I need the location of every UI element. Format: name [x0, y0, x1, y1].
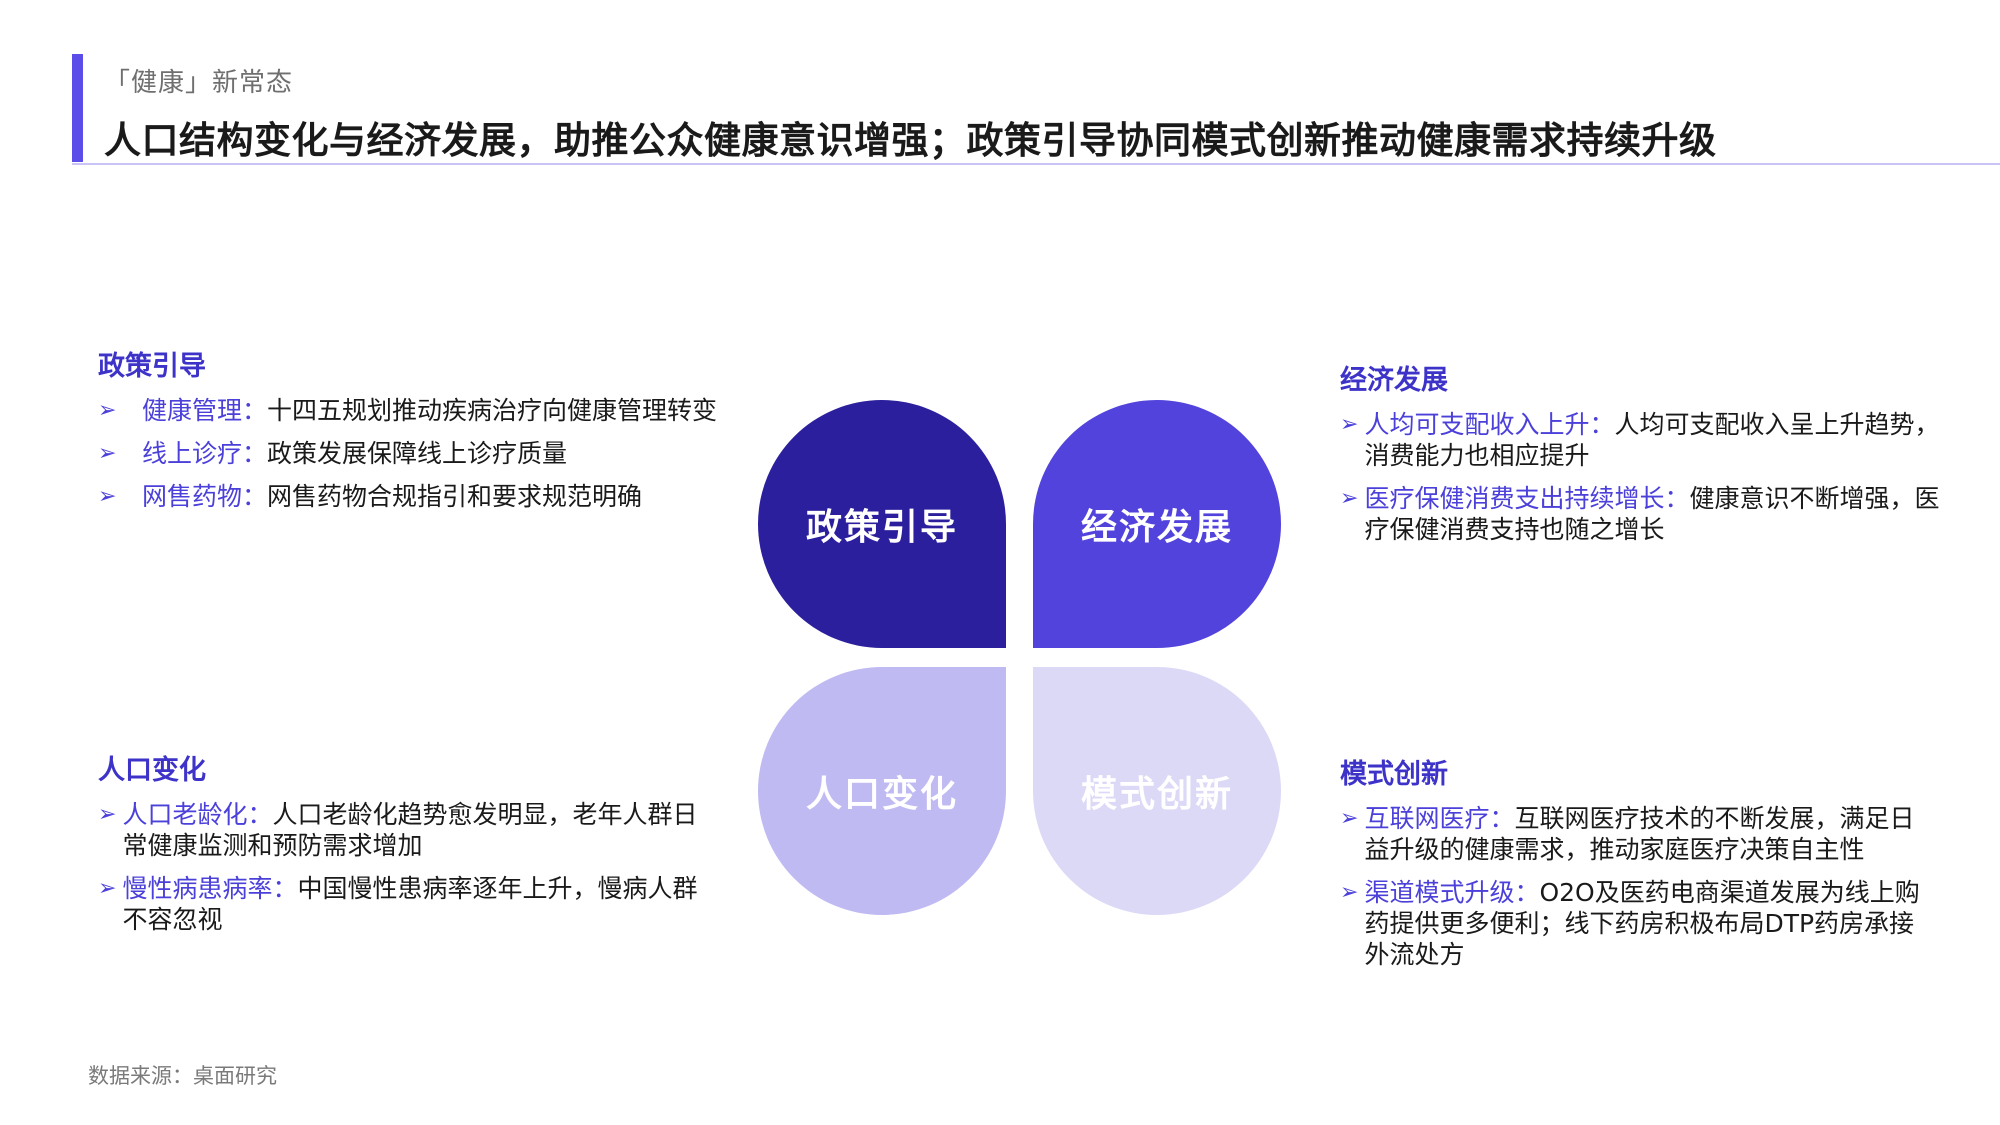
list-item: ➢ 人均可支配收入上升：人均可支配收入呈上升趋势，消费能力也相应提升 — [1340, 409, 1940, 471]
chevron-right-icon: ➢ — [98, 876, 117, 901]
model-block-title: 模式创新 — [1340, 759, 1448, 790]
population-block-title: 人口变化 — [98, 755, 206, 786]
list-item-label: 渠道模式升级： — [1364, 878, 1540, 907]
petal-economy: 经济发展 — [1033, 400, 1281, 648]
list-item-body: 政策发展保障线上诊疗质量 — [267, 439, 568, 468]
list-item-text: 医疗保健消费支出持续增长：健康意识不断增强，医疗保健消费支持也随之增长 — [1364, 483, 1940, 545]
list-item: ➢ 渠道模式升级：O2O及医药电商渠道发展为线上购药提供更多便利；线下药房积极布… — [1340, 877, 1930, 970]
model-block: 模式创新 ➢ 互联网医疗：互联网医疗技术的不断发展，满足日益升级的健康需求，推动… — [1340, 752, 1930, 982]
list-item-label: 线上诊疗： — [142, 439, 268, 468]
list-item-text: 互联网医疗：互联网医疗技术的不断发展，满足日益升级的健康需求，推动家庭医疗决策自… — [1364, 803, 1930, 865]
list-item: ➢ 健康管理：十四五规划推动疾病治疗向健康管理转变 — [98, 395, 718, 426]
list-item-label: 医疗保健消费支出持续增长： — [1364, 484, 1690, 513]
chevron-right-icon: ➢ — [1340, 806, 1359, 831]
list-item-text: 慢性病患病率：中国慢性患病率逐年上升，慢病人群不容忽视 — [122, 873, 698, 935]
list-item-label: 网售药物： — [142, 482, 268, 511]
list-item: ➢ 医疗保健消费支出持续增长：健康意识不断增强，医疗保健消费支持也随之增长 — [1340, 483, 1940, 545]
list-item-body: 网售药物合规指引和要求规范明确 — [267, 482, 643, 511]
page-supertitle: 「健康」新常态 — [104, 68, 294, 98]
list-item-text: 人口老龄化：人口老龄化趋势愈发明显，老年人群日常健康监测和预防需求增加 — [122, 799, 698, 861]
header-accent-bar — [72, 54, 83, 162]
chevron-right-icon: ➢ — [1340, 880, 1359, 905]
chevron-right-icon: ➢ — [98, 484, 117, 509]
list-item: ➢ 人口老龄化：人口老龄化趋势愈发明显，老年人群日常健康监测和预防需求增加 — [98, 799, 698, 861]
list-item-label: 互联网医疗： — [1364, 804, 1515, 833]
petal-model: 模式创新 — [1033, 667, 1281, 915]
list-item-text: 网售药物：网售药物合规指引和要求规范明确 — [142, 481, 718, 512]
list-item: ➢ 网售药物：网售药物合规指引和要求规范明确 — [98, 481, 718, 512]
list-item-text: 渠道模式升级：O2O及医药电商渠道发展为线上购药提供更多便利；线下药房积极布局D… — [1364, 877, 1930, 970]
list-item-label: 人口老龄化： — [122, 800, 273, 829]
chevron-right-icon: ➢ — [98, 802, 117, 827]
policy-block: 政策引导 ➢ 健康管理：十四五规划推动疾病治疗向健康管理转变 ➢ 线上诊疗：政策… — [98, 344, 718, 524]
list-item: ➢ 互联网医疗：互联网医疗技术的不断发展，满足日益升级的健康需求，推动家庭医疗决… — [1340, 803, 1930, 865]
list-item-text: 线上诊疗：政策发展保障线上诊疗质量 — [142, 438, 718, 469]
chevron-right-icon: ➢ — [98, 398, 117, 423]
policy-block-title: 政策引导 — [98, 351, 206, 382]
list-item: ➢ 线上诊疗：政策发展保障线上诊疗质量 — [98, 438, 718, 469]
source-note: 数据来源：桌面研究 — [88, 1064, 277, 1088]
list-item-label: 人均可支配收入上升： — [1364, 410, 1615, 439]
list-item-text: 人均可支配收入上升：人均可支配收入呈上升趋势，消费能力也相应提升 — [1364, 409, 1940, 471]
list-item-body: 十四五规划推动疾病治疗向健康管理转变 — [267, 396, 718, 425]
list-item-label: 健康管理： — [142, 396, 268, 425]
list-item-text: 健康管理：十四五规划推动疾病治疗向健康管理转变 — [142, 395, 718, 426]
economy-block: 经济发展 ➢ 人均可支配收入上升：人均可支配收入呈上升趋势，消费能力也相应提升 … — [1340, 358, 1940, 557]
title-divider — [72, 163, 2000, 165]
petal-population: 人口变化 — [758, 667, 1006, 915]
petal-policy: 政策引导 — [758, 400, 1006, 648]
list-item-body: 健康意识不断增强，医疗保健消费支持也随之增长 — [1364, 484, 1940, 544]
list-item-body: O2O及医药电商渠道发展为线上购药提供更多便利；线下药房积极布局DTP药房承接外… — [1364, 878, 1920, 969]
page-title: 人口结构变化与经济发展，助推公众健康意识增强；政策引导协同模式创新推动健康需求持… — [104, 119, 1717, 162]
population-block: 人口变化 ➢ 人口老龄化：人口老龄化趋势愈发明显，老年人群日常健康监测和预防需求… — [98, 748, 698, 947]
economy-block-title: 经济发展 — [1340, 365, 1448, 396]
list-item: ➢ 慢性病患病率：中国慢性患病率逐年上升，慢病人群不容忽视 — [98, 873, 698, 935]
chevron-right-icon: ➢ — [1340, 486, 1359, 511]
chevron-right-icon: ➢ — [98, 441, 117, 466]
list-item-body: 人口老龄化趋势愈发明显，老年人群日常健康监测和预防需求增加 — [122, 800, 698, 860]
list-item-body: 中国慢性患病率逐年上升，慢病人群不容忽视 — [122, 874, 698, 934]
list-item-label: 慢性病患病率： — [122, 874, 298, 903]
chevron-right-icon: ➢ — [1340, 412, 1359, 437]
list-item-body: 互联网医疗技术的不断发展，满足日益升级的健康需求，推动家庭医疗决策自主性 — [1364, 804, 1915, 864]
list-item-body: 人均可支配收入呈上升趋势，消费能力也相应提升 — [1364, 410, 1940, 470]
